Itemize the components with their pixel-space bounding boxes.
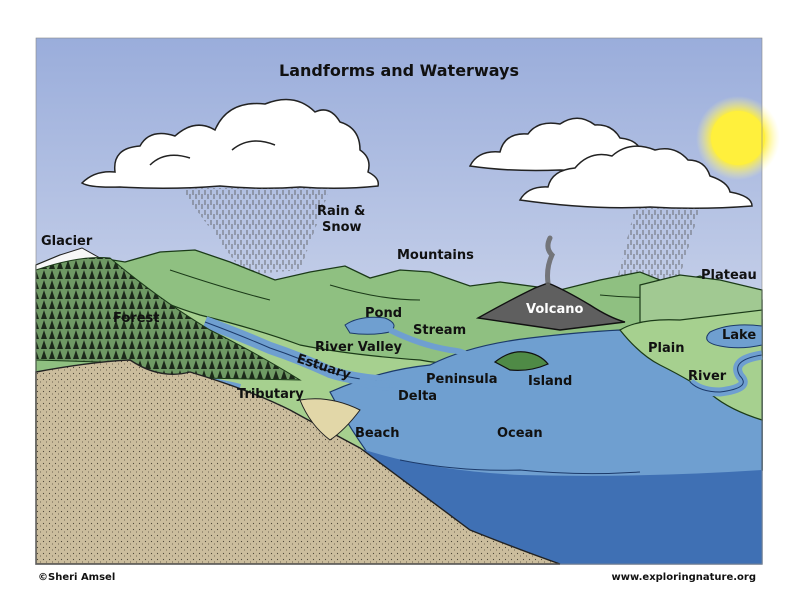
beach-sand	[299, 398, 361, 441]
lake-water	[706, 324, 763, 349]
soil-cross-section	[35, 359, 561, 565]
label-peninsula: Peninsula	[426, 372, 498, 387]
label-beach: Beach	[355, 426, 399, 441]
delta-channels	[359, 376, 406, 391]
rain-left	[180, 188, 330, 275]
label-pond: Pond	[365, 306, 402, 321]
label-plateau: Plateau	[701, 268, 757, 283]
label-river: River	[688, 369, 727, 384]
label-lake: Lake	[722, 328, 756, 343]
cloud-left	[80, 98, 380, 190]
stream-water	[388, 327, 473, 361]
diagram-title: Landforms and Waterways	[279, 61, 519, 80]
label-mountains: Mountains	[397, 248, 474, 263]
island-land	[493, 351, 549, 371]
label-delta: Delta	[398, 389, 437, 404]
credit-text: ©Sheri Amsel	[38, 572, 116, 583]
label-ocean: Ocean	[497, 426, 543, 441]
website-link[interactable]: www.exploringnature.org	[611, 572, 756, 583]
label-rain-snow: Rain &	[317, 204, 365, 219]
label-tributary: Tributary	[237, 387, 304, 402]
label-rain-snow-2: Snow	[322, 220, 362, 235]
label-stream: Stream	[413, 323, 466, 338]
label-plain: Plain	[648, 341, 684, 356]
pond-water	[344, 316, 395, 335]
volcano-cone	[475, 282, 626, 331]
label-forest: Forest	[113, 311, 159, 326]
label-river-valley: River Valley	[315, 340, 403, 355]
label-volcano: Volcano	[526, 302, 583, 317]
label-island: Island	[528, 374, 572, 389]
label-glacier: Glacier	[41, 234, 93, 249]
